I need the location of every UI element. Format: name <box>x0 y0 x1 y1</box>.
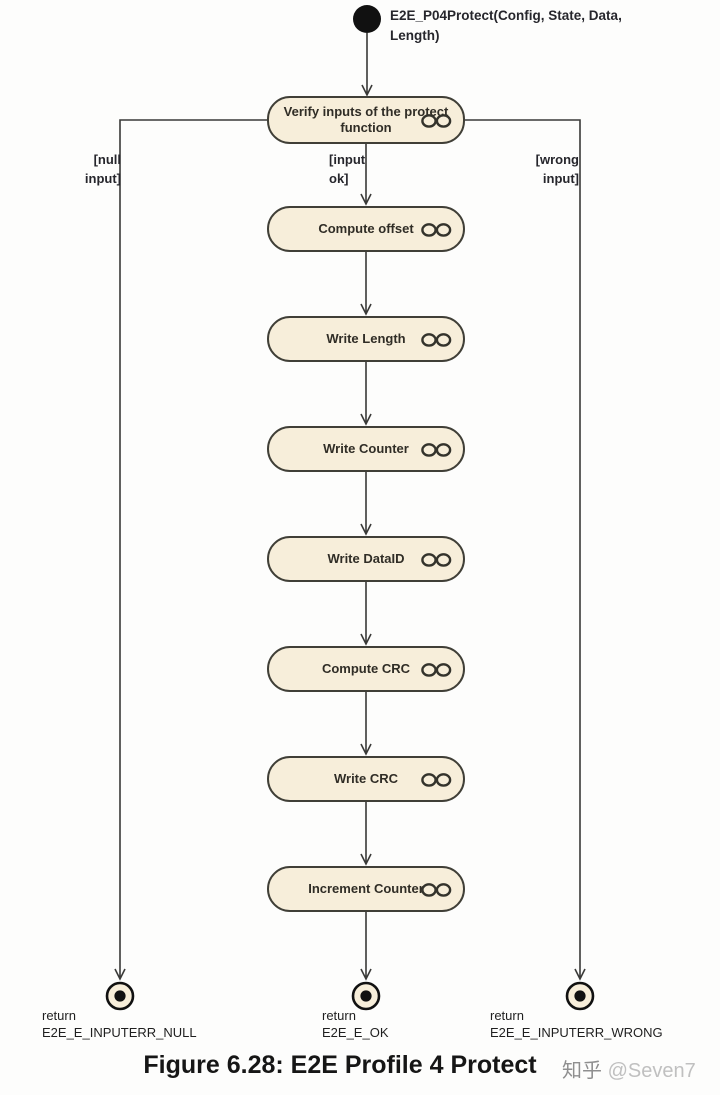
edge-start-to-verify <box>361 33 373 97</box>
edge-increment-counter-to-return-ok <box>360 912 372 981</box>
call-behavior-infinity-icon <box>420 662 453 678</box>
activity-label: Write Length <box>326 331 406 347</box>
call-behavior-infinity-icon <box>420 772 453 788</box>
activity-compute-offset: Compute offset <box>267 206 465 252</box>
watermark-site: 知乎 <box>562 1060 602 1082</box>
edge-write-dataid-to-compute-crc <box>360 582 372 646</box>
call-behavior-infinity-icon <box>420 442 453 458</box>
activity-label: Compute CRC <box>321 661 411 677</box>
activity-label: Compute offset <box>318 221 414 237</box>
start-call-label: E2E_P04Protect(Config, State, Data, Leng… <box>390 8 622 43</box>
call-behavior-infinity-icon <box>420 552 453 568</box>
return-label-inputerr-null: return E2E_E_INPUTERR_NULL <box>42 1008 197 1040</box>
guard-wrong-input: [wrong input] <box>535 152 579 186</box>
guard-null-input: [null input] <box>84 152 121 186</box>
activity-label: Verify inputs of the protect function <box>283 104 449 135</box>
call-behavior-infinity-icon <box>420 882 453 898</box>
edge-compute-crc-to-write-crc <box>360 692 372 756</box>
edge-null-input-branch <box>114 119 267 981</box>
activity-write-counter: Write Counter <box>267 426 465 472</box>
figure-caption: Figure 6.28: E2E Profile 4 Protect <box>143 1051 537 1079</box>
return-label-inputerr-wrong: return E2E_E_INPUTERR_WRONG <box>490 1008 663 1040</box>
edge-write-length-to-write-counter <box>360 362 372 426</box>
activity-compute-crc: Compute CRC <box>267 646 465 692</box>
final-node-wrong <box>565 981 595 1011</box>
activity-label: Write CRC <box>333 771 399 787</box>
edge-verify-to-compute-offset <box>360 144 372 206</box>
guard-input-ok: [input ok] <box>329 152 366 186</box>
activity-write-crc: Write CRC <box>267 756 465 802</box>
initial-node <box>353 5 381 33</box>
activity-increment-counter: Increment Counter <box>267 866 465 912</box>
activity-label: Write DataID <box>327 551 405 567</box>
final-node-null <box>105 981 135 1011</box>
activity-label: Write Counter <box>323 441 409 457</box>
activity-label: Increment Counter <box>308 881 424 897</box>
call-behavior-infinity-icon <box>420 222 453 238</box>
edge-wrong-input-branch <box>465 119 586 981</box>
call-behavior-infinity-icon <box>420 332 453 348</box>
final-node-ok <box>351 981 381 1011</box>
activity-verify-inputs: Verify inputs of the protect function <box>267 96 465 144</box>
edge-compute-offset-to-write-length <box>360 252 372 316</box>
watermark-handle: @Seven7 <box>607 1060 696 1082</box>
edge-write-crc-to-increment-counter <box>360 802 372 866</box>
edge-write-counter-to-write-dataid <box>360 472 372 536</box>
activity-write-dataid: Write DataID <box>267 536 465 582</box>
call-behavior-infinity-icon <box>420 113 453 129</box>
return-label-ok: return E2E_E_OK <box>322 1008 389 1040</box>
activity-write-length: Write Length <box>267 316 465 362</box>
watermark: 知乎 @Seven7 <box>562 1054 696 1083</box>
